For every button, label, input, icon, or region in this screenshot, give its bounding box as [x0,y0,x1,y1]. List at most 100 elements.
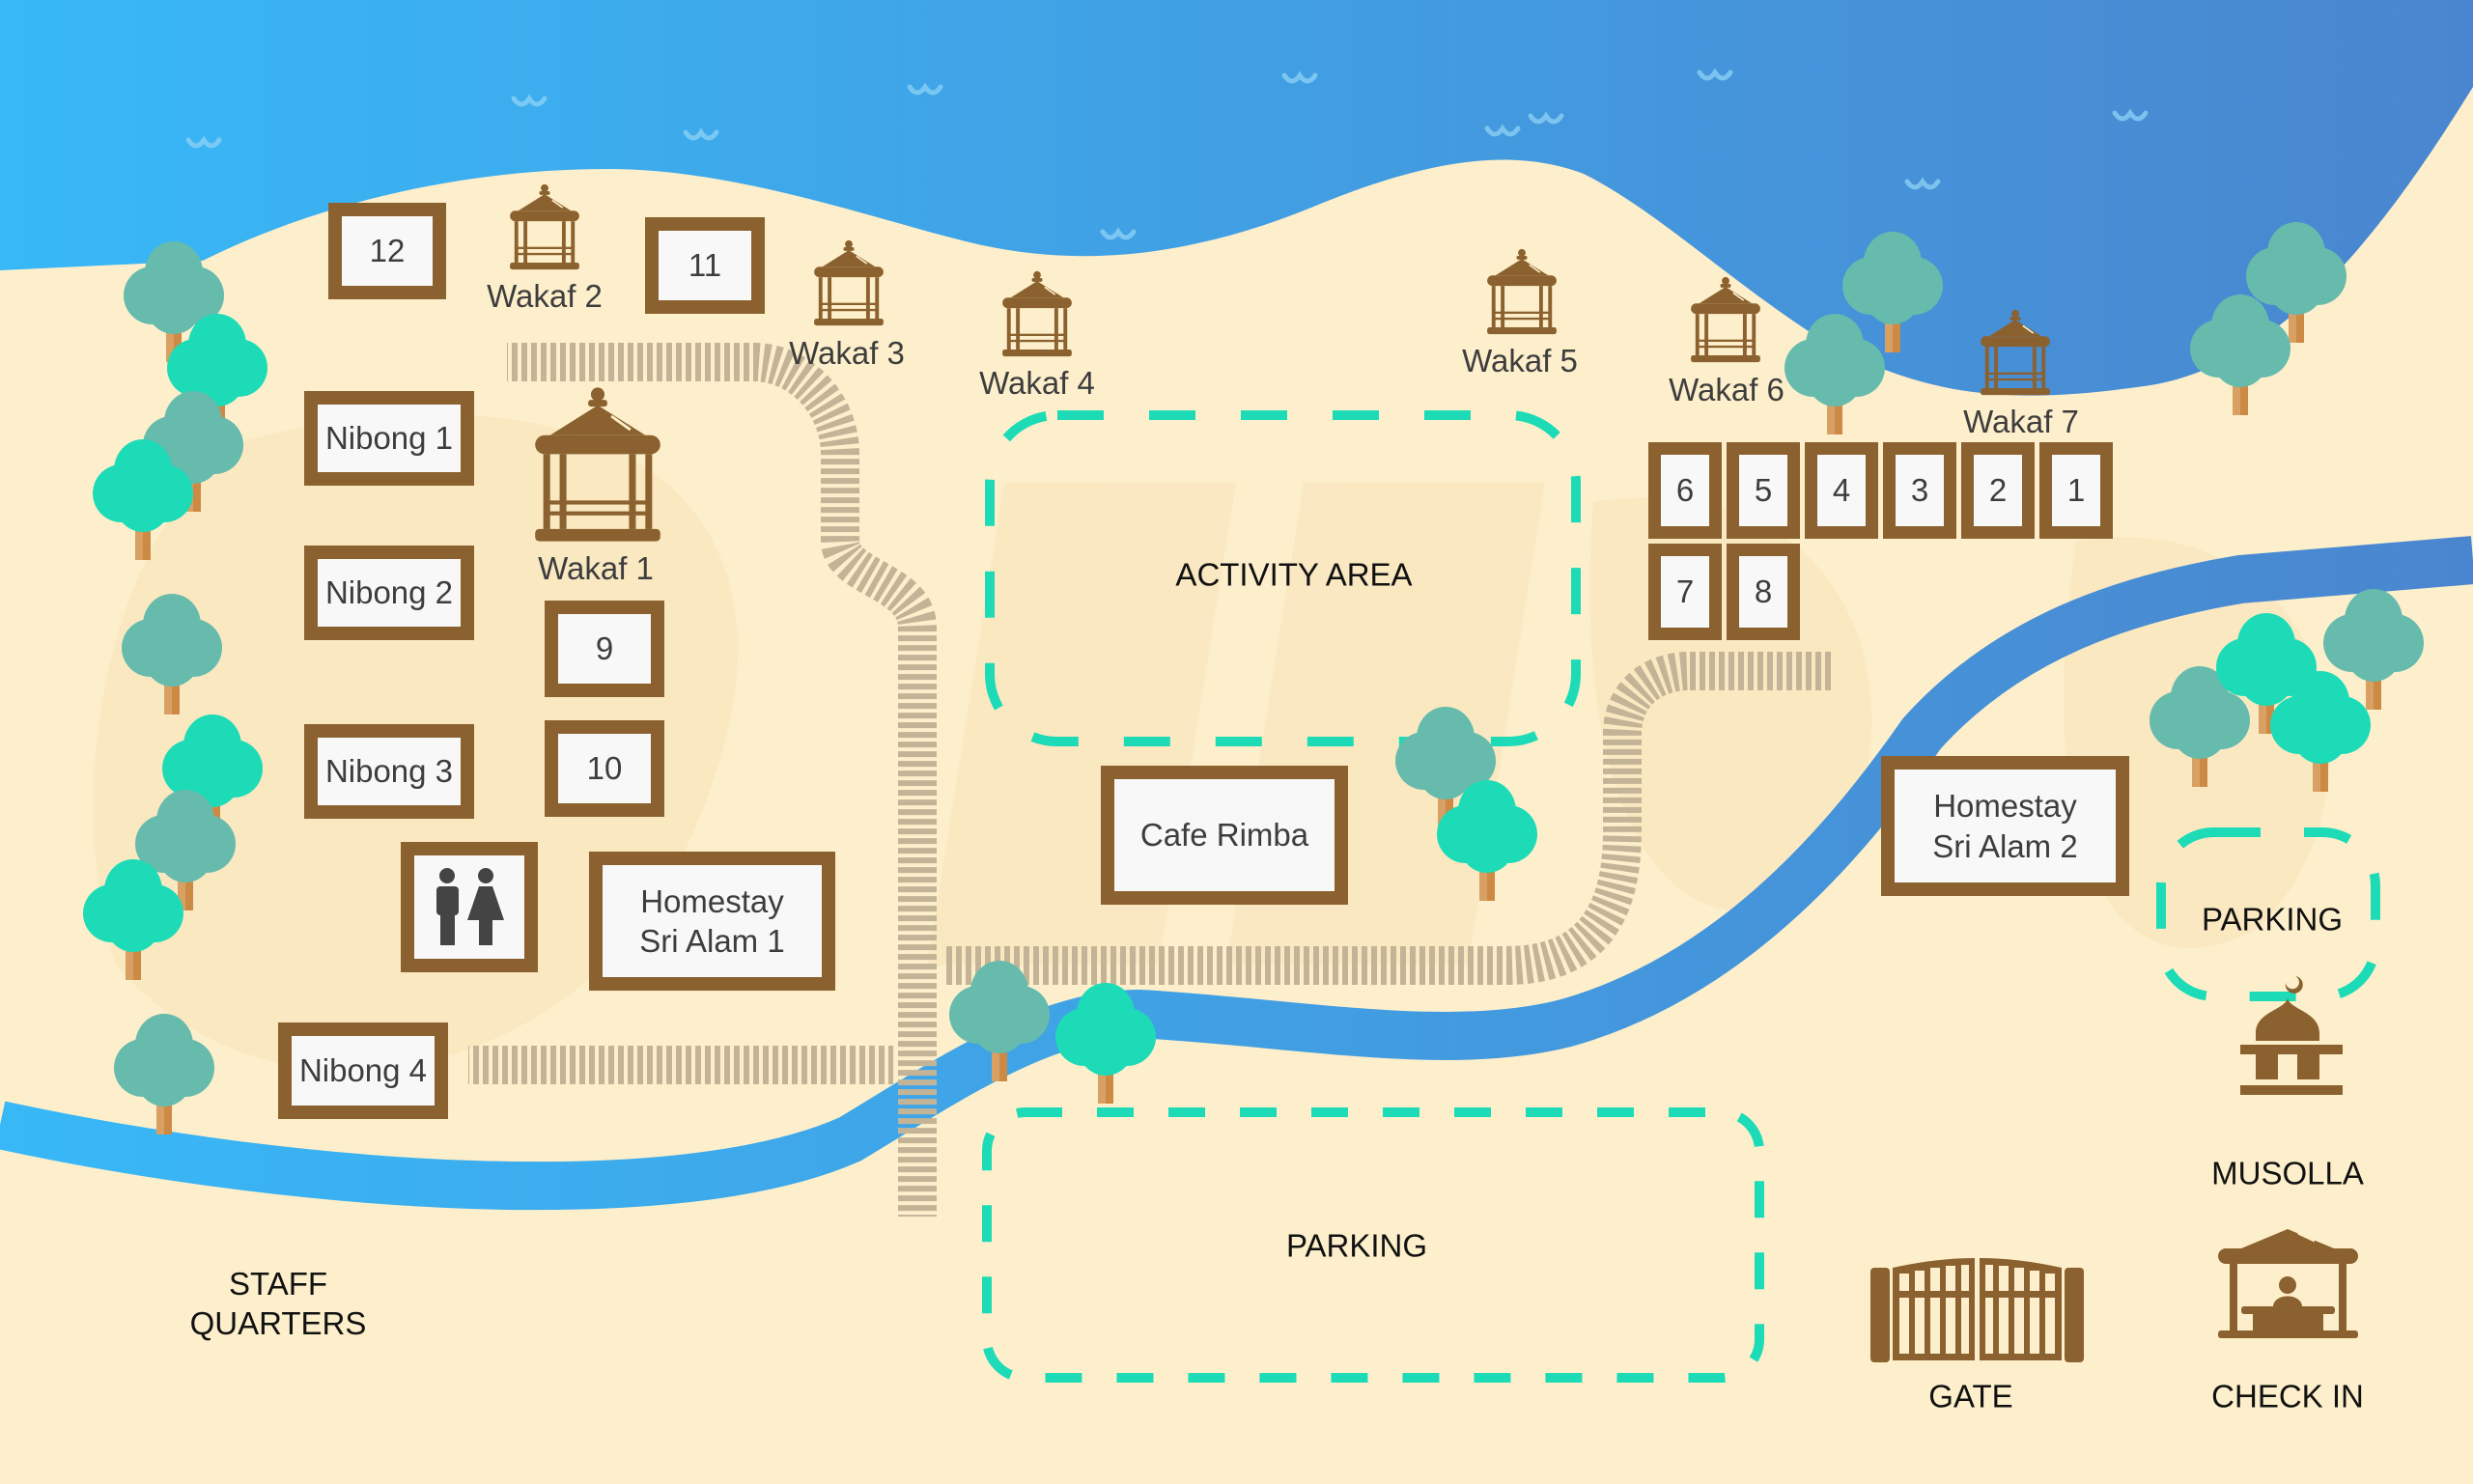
gazebo-icon [1487,248,1557,335]
room-9-label: 9 [595,630,614,667]
gate-label: GATE [1928,1378,2013,1414]
staff-quarters-label: STAFF QUARTERS [190,1264,367,1344]
nibong-1-label: Nibong 1 [324,420,454,457]
tree-icon [83,859,183,980]
wakaf-6-label: Wakaf 6 [1669,372,1784,407]
trees [83,222,2424,1134]
boardwalks [468,343,1835,1217]
staff-label-line2: QUARTERS [189,1305,367,1341]
gazebo-icon[interactable] [811,239,886,326]
toilet[interactable] [401,842,538,972]
tree-icon [2323,589,2424,710]
tree-icon [167,314,267,434]
chalet-7-label: 7 [1675,574,1695,610]
chalet-3[interactable]: 3 [1883,442,1956,539]
chalet-3-label: 3 [1910,472,1929,509]
tree-icon [2270,671,2371,792]
gazebo-icon[interactable] [507,183,582,270]
gazebo-icon [535,387,660,542]
tree-icon [1437,780,1537,901]
tree-icon [1784,314,1885,434]
activity-area-zone[interactable] [985,410,1581,746]
staff-label-line1: STAFF [228,1265,328,1302]
homestay-2-line1: Homestay [1933,788,2077,825]
gazebo-icon[interactable] [1688,276,1763,363]
homestay-1-line1: Homestay [640,882,784,919]
wakaf-3-label: Wakaf 3 [789,335,905,371]
gazebo-icon[interactable] [529,386,666,543]
wakaf-2-label: Wakaf 2 [487,278,603,314]
chalet-6[interactable]: 6 [1648,442,1722,539]
chalet-5-label: 5 [1754,472,1773,509]
tree-icon [1055,983,1156,1104]
gazebo-icon[interactable] [999,270,1075,357]
musolla-label: MUSOLLA [2211,1155,2364,1191]
gazebo-icon [1981,309,2050,396]
cafe-rimba[interactable]: Cafe Rimba [1101,766,1348,905]
tree-icon [2216,613,2317,734]
tree-icon [135,790,236,910]
gazebo-icon [1002,270,1072,357]
chalet-1[interactable]: 1 [2039,442,2113,539]
room-11-label: 11 [688,247,722,284]
gazebo-icon[interactable] [1978,309,2053,396]
room-12[interactable]: 12 [328,203,446,299]
wakaf-5-label: Wakaf 5 [1462,343,1578,378]
nibong-2-label: Nibong 2 [324,574,454,611]
chalet-7[interactable]: 7 [1648,544,1722,640]
nibong-4[interactable]: Nibong 4 [278,1022,448,1119]
chalet-4[interactable]: 4 [1805,442,1878,539]
tree-icon [122,594,222,714]
nibong-2[interactable]: Nibong 2 [304,546,474,640]
tree-icon [143,391,243,512]
nibong-3[interactable]: Nibong 3 [304,724,474,819]
homestay-sri-alam-1[interactable]: Homestay Sri Alam 1 [589,852,835,991]
tree-icon [93,439,193,560]
check-in-label: CHECK IN [2211,1378,2364,1414]
nibong-3-label: Nibong 3 [324,753,454,790]
nibong-4-label: Nibong 4 [298,1052,428,1089]
homestay-2-line2: Sri Alam 2 [1932,827,2078,864]
room-11[interactable]: 11 [645,217,765,314]
chalet-8[interactable]: 8 [1727,544,1800,640]
gate-icon[interactable] [1869,1258,2086,1362]
tree-icon [1842,232,1943,352]
tree-icon [2150,666,2250,787]
chalet-6-label: 6 [1675,472,1695,509]
reception-icon[interactable] [2218,1229,2358,1340]
chalet-2[interactable]: 2 [1961,442,2035,539]
gazebo-icon[interactable] [1484,248,1560,335]
toilet-icon [436,868,504,945]
homestay-1-line2: Sri Alam 1 [639,923,785,959]
wakaf-7-label: Wakaf 7 [1963,404,2079,439]
chalet-1-label: 1 [2066,472,2086,509]
room-9[interactable]: 9 [545,601,664,697]
tree-icon [162,714,263,835]
activity-area-label: ACTIVITY AREA [1175,556,1413,593]
homestay-sri-alam-2[interactable]: Homestay Sri Alam 2 [1881,756,2129,896]
chalet-4-label: 4 [1832,472,1851,509]
parking-main-label: PARKING [1285,1227,1428,1264]
sea [0,0,2473,396]
cafe-rimba-label: Cafe Rimba [1139,817,1309,854]
room-10-label: 10 [586,750,623,787]
wakaf-4-label: Wakaf 4 [979,365,1095,401]
chalet-2-label: 2 [1988,472,2008,509]
mosque-icon[interactable] [2233,973,2344,1106]
tree-icon [114,1014,214,1134]
room-12-label: 12 [369,233,406,269]
nibong-1[interactable]: Nibong 1 [304,391,474,486]
tree-icon [2246,222,2347,343]
tree-icon [2190,294,2290,415]
room-10[interactable]: 10 [545,720,664,817]
parking-side-label: PARKING [2201,901,2344,938]
wave-icons [185,68,2149,240]
gazebo-icon [1691,276,1760,363]
parking-zone-side[interactable] [2156,827,2380,1001]
tree-icon [949,961,1050,1081]
wakaf-1-label: Wakaf 1 [538,550,654,586]
chalet-5[interactable]: 5 [1727,442,1800,539]
tree-icon [1395,707,1496,827]
